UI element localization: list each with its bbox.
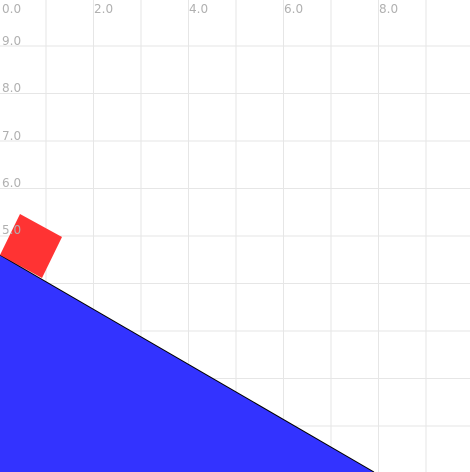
x-tick-label: 6.0	[284, 2, 303, 16]
x-tick-label: 4.0	[189, 2, 208, 16]
x-tick-label: 2.0	[94, 2, 113, 16]
y-tick-label: 5.0	[2, 223, 21, 237]
sliding-block[interactable]	[0, 214, 62, 278]
y-tick-label: 9.0	[2, 34, 21, 48]
axis-tick-labels: 0.0 2.0 4.0 6.0 8.0 9.0 8.0 7.0 6.0 5.0	[2, 2, 398, 237]
y-tick-label: 8.0	[2, 81, 21, 95]
x-tick-label: 0.0	[2, 2, 21, 16]
x-tick-label: 8.0	[379, 2, 398, 16]
inclined-plane-surface	[0, 254, 375, 472]
y-tick-label: 7.0	[2, 129, 21, 143]
y-tick-label: 6.0	[2, 176, 21, 190]
